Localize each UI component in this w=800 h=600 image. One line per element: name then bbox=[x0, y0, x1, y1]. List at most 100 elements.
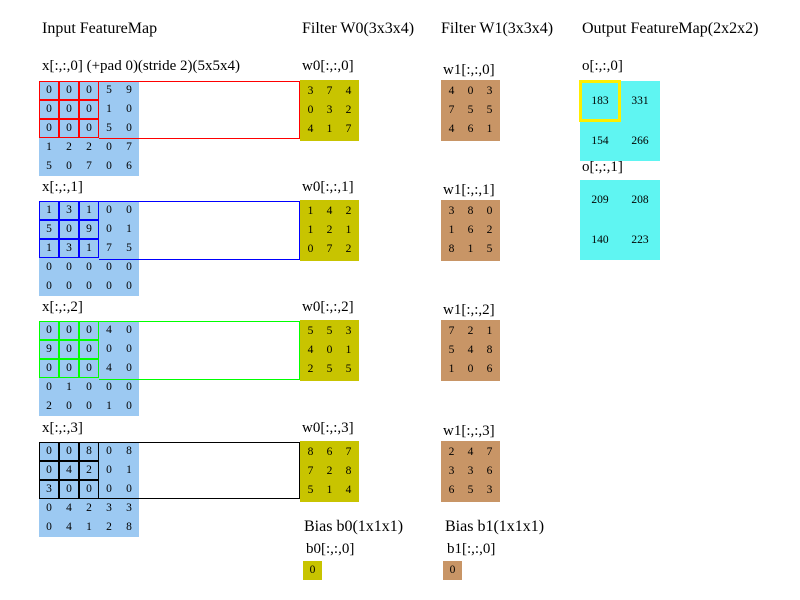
connector-box-0 bbox=[99, 81, 300, 139]
receptive-field-1-cell-1-0 bbox=[39, 220, 59, 239]
input-slice-2-cell-3-0: 0 bbox=[46, 381, 52, 393]
input-slice-3-cell-0-1: 0 bbox=[66, 445, 72, 457]
w1-slice-0-label: w1[:,:,0] bbox=[443, 62, 495, 78]
w0-slice-0-cell-0-2: 4 bbox=[345, 85, 352, 97]
receptive-field-3-cell-2-0 bbox=[39, 480, 59, 499]
input-slice-2-cell-0-1: 0 bbox=[66, 324, 72, 336]
input-slice-2-cell-3-3: 0 bbox=[106, 381, 112, 393]
receptive-field-0-cell-1-2 bbox=[79, 100, 99, 119]
w1-slice-3-cell-0-1: 4 bbox=[467, 446, 474, 458]
input-slice-3-cell-1-2: 2 bbox=[86, 464, 92, 476]
w1-slice-3-cell-2-2: 3 bbox=[486, 484, 493, 496]
w1-slice-2-label: w1[:,:,2] bbox=[443, 302, 495, 318]
w0-slice-3-cell-0-0: 8 bbox=[307, 446, 314, 458]
input-slice-1-cell-1-3: 0 bbox=[106, 223, 112, 235]
input-slice-1-cell-4-4: 0 bbox=[126, 280, 132, 292]
w1-slice-0-cell-0-0: 4 bbox=[448, 85, 455, 97]
input-slice-1-cell-1-4: 1 bbox=[126, 223, 132, 235]
w0-slice-2-cell-2-1: 5 bbox=[326, 363, 333, 375]
input-slice-2-cell-2-4: 0 bbox=[126, 362, 132, 374]
w1-slice-3-cell-0-0: 2 bbox=[448, 446, 455, 458]
bias-b1-label: b1[:,:,0] bbox=[447, 541, 496, 557]
receptive-field-3-cell-2-2 bbox=[79, 480, 99, 499]
receptive-field-1-cell-2-0 bbox=[39, 239, 59, 258]
input-slice-3-cell-1-4: 1 bbox=[126, 464, 132, 476]
w1-slice-2-cell-0-2: 1 bbox=[486, 325, 493, 337]
receptive-field-1-cell-0-1 bbox=[59, 201, 79, 220]
input-slice-3-cell-3-1: 4 bbox=[66, 502, 72, 514]
input-slice-2-cell-2-2: 0 bbox=[86, 362, 92, 374]
input-slice-2-cell-2-0: 0 bbox=[46, 362, 52, 374]
output-slice-0-cell-1-0: 154 bbox=[591, 135, 609, 147]
w0-slice-3-cell-2-0: 5 bbox=[307, 484, 314, 496]
w0-slice-2-label: w0[:,:,2] bbox=[302, 299, 354, 315]
w1-slice-0-cell-0-2: 3 bbox=[486, 85, 493, 97]
w0-slice-3-cell-2-2: 4 bbox=[345, 484, 352, 496]
input-slice-1-cell-1-1: 0 bbox=[66, 223, 72, 235]
input-slice-0-cell-2-1: 0 bbox=[66, 122, 72, 134]
receptive-field-1-cell-0-0 bbox=[39, 201, 59, 220]
output-slice-1-cell-0-0: 209 bbox=[591, 194, 609, 206]
input-slice-1-cell-0-4: 0 bbox=[126, 204, 132, 216]
input-slice-0-cell-3-2: 2 bbox=[86, 141, 92, 153]
input-slice-2-cell-1-0: 9 bbox=[46, 343, 52, 355]
output-slice-0-label: o[:,:,0] bbox=[582, 58, 623, 74]
input-slice-3-cell-4-2: 1 bbox=[86, 521, 92, 533]
input-slice-0-cell-0-4: 9 bbox=[126, 84, 132, 96]
input-slice-2-cell-1-4: 0 bbox=[126, 343, 132, 355]
w1-slice-2-cell-1-0: 5 bbox=[448, 344, 455, 356]
bias-b0-label: b0[:,:,0] bbox=[306, 541, 355, 557]
input-slice-2-cell-1-3: 0 bbox=[106, 343, 112, 355]
input-slice-2-cell-0-0: 0 bbox=[46, 324, 52, 336]
input-slice-3-cell-3-3: 3 bbox=[106, 502, 112, 514]
receptive-field-1-cell-0-2 bbox=[79, 201, 99, 220]
w1-slice-1-cell-0-2: 0 bbox=[486, 205, 493, 217]
input-slice-0-cell-4-1: 0 bbox=[66, 160, 72, 172]
w0-slice-2-cell-1-2: 1 bbox=[345, 344, 352, 356]
input-slice-0-cell-0-3: 5 bbox=[106, 84, 112, 96]
input-slice-0-cell-4-0: 5 bbox=[46, 160, 52, 172]
input-slice-1-cell-2-0: 1 bbox=[46, 242, 52, 254]
connector-box-3 bbox=[99, 442, 300, 499]
w1-slice-2-cell-2-0: 1 bbox=[448, 363, 455, 375]
input-slice-1-cell-4-0: 0 bbox=[46, 280, 52, 292]
input-slice-1-cell-4-3: 0 bbox=[106, 280, 112, 292]
output-slice-1-cell-1-1: 223 bbox=[631, 234, 649, 246]
input-slice-3-cell-4-3: 2 bbox=[106, 521, 112, 533]
w1-slice-1-cell-2-1: 1 bbox=[467, 243, 474, 255]
input-slice-2-cell-4-0: 2 bbox=[46, 400, 52, 412]
w0-slice-1-cell-1-2: 1 bbox=[345, 224, 352, 236]
w1-slice-1-cell-2-2: 5 bbox=[486, 243, 493, 255]
w0-slice-3-cell-1-1: 2 bbox=[326, 465, 333, 477]
w0-slice-3-label: w0[:,:,3] bbox=[302, 420, 354, 436]
receptive-field-1-cell-1-1 bbox=[59, 220, 79, 239]
w0-slice-1-cell-1-0: 1 bbox=[307, 224, 314, 236]
w0-slice-1-cell-0-1: 4 bbox=[326, 205, 333, 217]
input-slice-0-cell-4-2: 7 bbox=[86, 160, 92, 172]
w1-slice-3-label: w1[:,:,3] bbox=[443, 423, 495, 439]
input-slice-1-cell-3-3: 0 bbox=[106, 261, 112, 273]
input-slice-2-cell-4-4: 0 bbox=[126, 400, 132, 412]
bias-b1-value: 0 bbox=[443, 561, 462, 580]
receptive-field-0-cell-2-2 bbox=[79, 119, 99, 138]
receptive-field-3-cell-1-2 bbox=[79, 461, 99, 480]
w0-slice-2-cell-1-1: 0 bbox=[326, 344, 333, 356]
input-slice-3-cell-1-3: 0 bbox=[106, 464, 112, 476]
bias-b0-title: Bias b0(1x1x1) bbox=[304, 518, 404, 535]
input-slice-1-cell-2-2: 1 bbox=[86, 242, 92, 254]
input-slice-1-cell-2-1: 3 bbox=[66, 242, 72, 254]
input-slice-2-cell-0-3: 4 bbox=[106, 324, 112, 336]
input-slice-3-cell-2-0: 3 bbox=[46, 483, 52, 495]
w0-slice-2-cell-0-2: 3 bbox=[345, 325, 352, 337]
output-slice-1-cell-1-0: 140 bbox=[591, 234, 609, 246]
input-slice-0-cell-0-1: 0 bbox=[66, 84, 72, 96]
input-slice-2-cell-4-1: 0 bbox=[66, 400, 72, 412]
w1-slice-3-cell-0-2: 7 bbox=[486, 446, 493, 458]
receptive-field-2-cell-0-0 bbox=[39, 321, 59, 340]
input-slice-1-cell-0-3: 0 bbox=[106, 204, 112, 216]
receptive-field-2-cell-1-0 bbox=[39, 340, 59, 359]
bias-b0-value: 0 bbox=[303, 561, 322, 580]
